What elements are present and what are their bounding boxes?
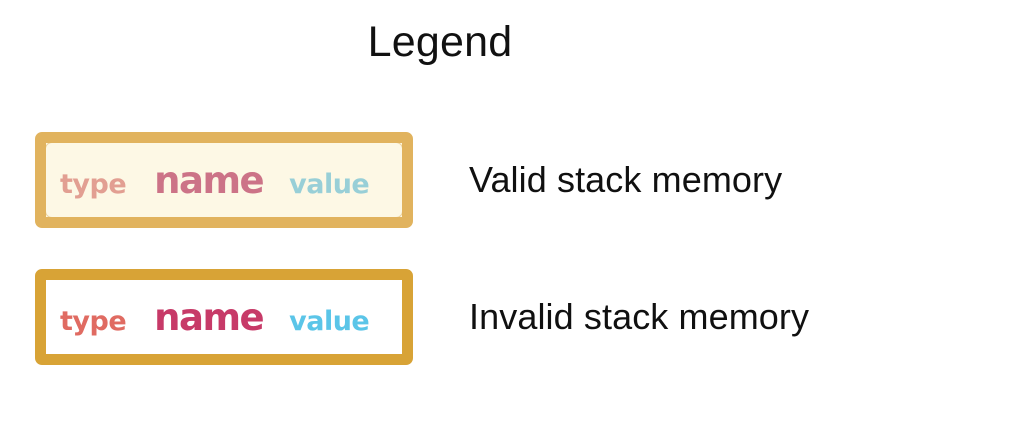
slot-value-label: value (289, 168, 370, 200)
stack-slot-group: type name value (46, 296, 402, 339)
slot-name-label: name (154, 295, 264, 339)
stack-memory-box-invalid: type name value (35, 269, 413, 365)
slot-value-label: value (289, 305, 370, 337)
slot-type-label: type (60, 168, 127, 200)
page-title: Legend (367, 18, 513, 66)
stack-memory-box-valid: type name value (35, 132, 413, 228)
legend-caption-valid: Valid stack memory (469, 159, 783, 200)
legend-row-valid: type name value Valid stack memory (0, 130, 1020, 230)
legend-caption-invalid: Invalid stack memory (469, 296, 810, 337)
slot-name-label: name (154, 158, 264, 202)
slot-type-label: type (60, 305, 127, 337)
stack-slot-group: type name value (46, 159, 402, 202)
legend-row-invalid: type name value Invalid stack memory (0, 267, 1020, 367)
